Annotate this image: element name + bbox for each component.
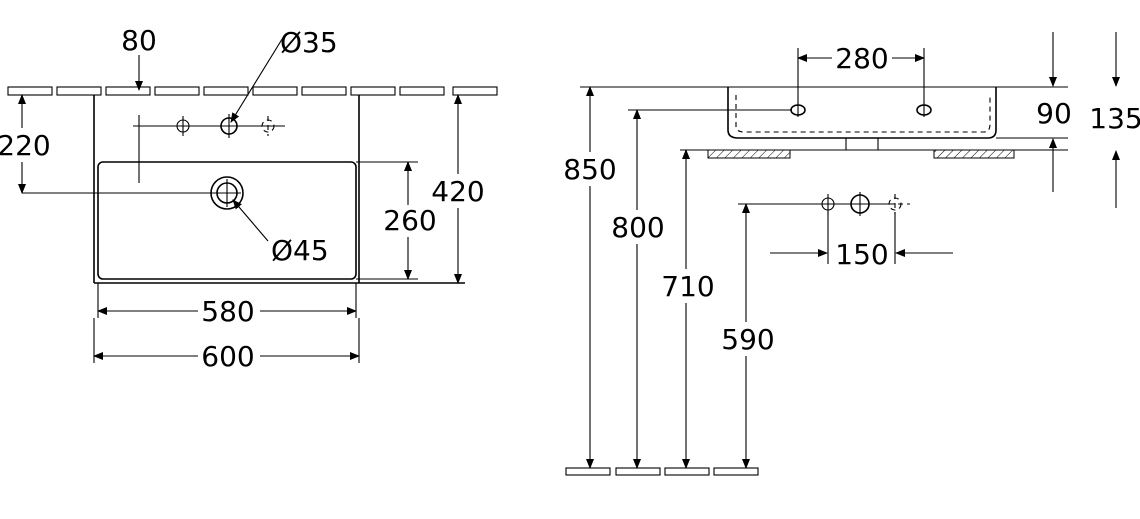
dim-90: 90 [1034, 32, 1074, 192]
floor [565, 467, 759, 476]
side-fixing-holes [821, 192, 910, 216]
label-tap-hole: Ø35 [280, 26, 338, 59]
dim-600: 600 [93, 318, 360, 373]
dim-80: 80 [121, 24, 157, 183]
label-waste-hole: Ø45 [271, 234, 329, 267]
label-90: 90 [1036, 97, 1072, 130]
label-135: 135 [1089, 102, 1140, 135]
dim-260: 260 [356, 161, 437, 280]
label-150: 150 [835, 238, 888, 271]
dim-220: 220 [0, 94, 227, 194]
dim-135: 135 [1089, 32, 1140, 208]
plan-view: 80 Ø35 Ø45 220 260 [0, 24, 498, 373]
label-710: 710 [661, 270, 714, 303]
label-800: 800 [611, 211, 664, 244]
side-tap-holes [790, 103, 932, 117]
dim-800: 800 [611, 109, 792, 469]
dim-420: 420 [431, 94, 486, 284]
label-590: 590 [721, 323, 774, 356]
dim-710: 710 [660, 149, 715, 469]
dim-tap-hole: Ø35 [230, 26, 338, 123]
dim-590: 590 [721, 203, 895, 469]
dim-waste-hole: Ø45 [232, 199, 329, 267]
label-260: 260 [383, 204, 436, 237]
side-view: 280 90 135 850 800 [563, 32, 1140, 476]
basin-outline [93, 95, 465, 284]
label-850: 850 [563, 153, 616, 186]
basin-profile [680, 87, 1068, 159]
tap-holes [133, 114, 285, 138]
label-80: 80 [121, 24, 157, 57]
dim-850: 850 [563, 86, 618, 469]
dim-280: 280 [797, 42, 925, 104]
label-420: 420 [431, 175, 484, 208]
label-220: 220 [0, 129, 51, 162]
dim-580: 580 [97, 283, 357, 328]
plan-wall [7, 86, 498, 96]
label-600: 600 [201, 340, 254, 373]
label-280: 280 [835, 42, 888, 75]
dim-150: 150 [770, 212, 953, 271]
label-580: 580 [201, 295, 254, 328]
